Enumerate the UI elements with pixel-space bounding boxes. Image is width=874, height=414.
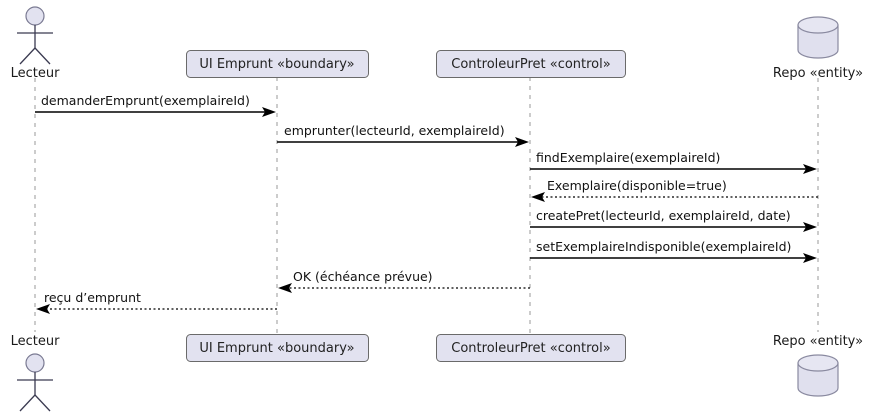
- actor-leg-left-icon: [19, 47, 36, 65]
- participant-box-controleur-pret-top[interactable]: [436, 50, 626, 78]
- participant-repo-top[interactable]: Repo «entity»: [773, 16, 863, 81]
- database-cylinder-icon-bottom: [797, 362, 839, 397]
- message-5-create-pret[interactable]: createPret(lecteurId, exemplaireId, date…: [530, 208, 817, 232]
- message-4-exemplaire-return[interactable]: Exemplaire(disponible=true): [531, 178, 818, 202]
- message-arrowhead-8: [36, 304, 50, 314]
- participant-label-repo-top: Repo «entity»: [773, 66, 863, 81]
- participant-label-controleur-pret-bottom: ControleurPret «control»: [451, 341, 610, 356]
- message-arrowhead-2: [515, 137, 529, 147]
- message-arrowhead-3: [803, 164, 817, 174]
- participant-repo-bottom[interactable]: Repo «entity»: [773, 334, 863, 397]
- participant-box-controleur-pret-bottom[interactable]: [436, 334, 626, 362]
- participant-box-ui-emprunt-bottom[interactable]: [186, 334, 369, 362]
- database-cylinder-icon: [797, 24, 839, 59]
- message-arrowhead-4: [531, 192, 545, 202]
- actor-head-icon: [25, 6, 45, 26]
- actor-leg-left-icon-bottom: [19, 394, 36, 412]
- actor-head-icon-bottom: [25, 353, 45, 373]
- participant-lecteur-top[interactable]: Lecteur: [11, 6, 60, 81]
- message-arrowhead-6: [803, 253, 817, 263]
- message-7-ok-return[interactable]: OK (échéance prévue): [278, 269, 530, 293]
- database-cylinder-top-icon-bottom: [797, 354, 839, 372]
- message-label-3: findExemplaire(exemplaireId): [536, 150, 720, 165]
- participant-label-lecteur-bottom: Lecteur: [11, 334, 60, 349]
- message-label-7: OK (échéance prévue): [293, 269, 433, 284]
- message-label-2: emprunter(lecteurId, exemplaireId): [284, 123, 505, 138]
- participant-controleur-pret-bottom[interactable]: ControleurPret «control»: [436, 334, 626, 362]
- message-label-5: createPret(lecteurId, exemplaireId, date…: [536, 208, 791, 223]
- lifelines-group: [34, 77, 819, 334]
- participant-label-ui-emprunt-bottom: UI Emprunt «boundary»: [199, 341, 354, 356]
- message-arrowhead-5: [803, 222, 817, 232]
- participant-controleur-pret-top[interactable]: ControleurPret «control»: [436, 50, 626, 78]
- message-6-set-exemplaire-indisponible[interactable]: setExemplaireIndisponible(exemplaireId): [530, 239, 817, 263]
- participant-ui-emprunt-bottom[interactable]: UI Emprunt «boundary»: [186, 334, 369, 362]
- actor-leg-right-icon-bottom: [34, 394, 51, 412]
- message-label-6: setExemplaireIndisponible(exemplaireId): [536, 239, 791, 254]
- message-arrowhead-1: [262, 107, 276, 117]
- message-arrowhead-7: [278, 283, 292, 293]
- database-cylinder-top-icon: [797, 16, 839, 34]
- message-1-demander-emprunt[interactable]: demanderEmprunt(exemplaireId): [35, 93, 276, 117]
- participant-label-ui-emprunt-top: UI Emprunt «boundary»: [199, 57, 354, 72]
- participant-label-repo-bottom: Repo «entity»: [773, 334, 863, 349]
- message-label-1: demanderEmprunt(exemplaireId): [41, 93, 250, 108]
- message-label-4: Exemplaire(disponible=true): [547, 178, 727, 193]
- participant-label-lecteur-top: Lecteur: [11, 66, 60, 81]
- message-8-recu-emprunt-return[interactable]: reçu d’emprunt: [36, 290, 277, 314]
- participant-label-controleur-pret-top: ControleurPret «control»: [451, 57, 610, 72]
- message-2-emprunter[interactable]: emprunter(lecteurId, exemplaireId): [277, 123, 529, 147]
- message-label-8: reçu d’emprunt: [44, 290, 141, 305]
- actor-leg-right-icon: [34, 47, 51, 65]
- participant-box-ui-emprunt-top[interactable]: [186, 50, 369, 78]
- participant-ui-emprunt-top[interactable]: UI Emprunt «boundary»: [186, 50, 369, 78]
- participant-lecteur-bottom[interactable]: Lecteur: [11, 334, 60, 412]
- message-3-find-exemplaire[interactable]: findExemplaire(exemplaireId): [530, 150, 817, 174]
